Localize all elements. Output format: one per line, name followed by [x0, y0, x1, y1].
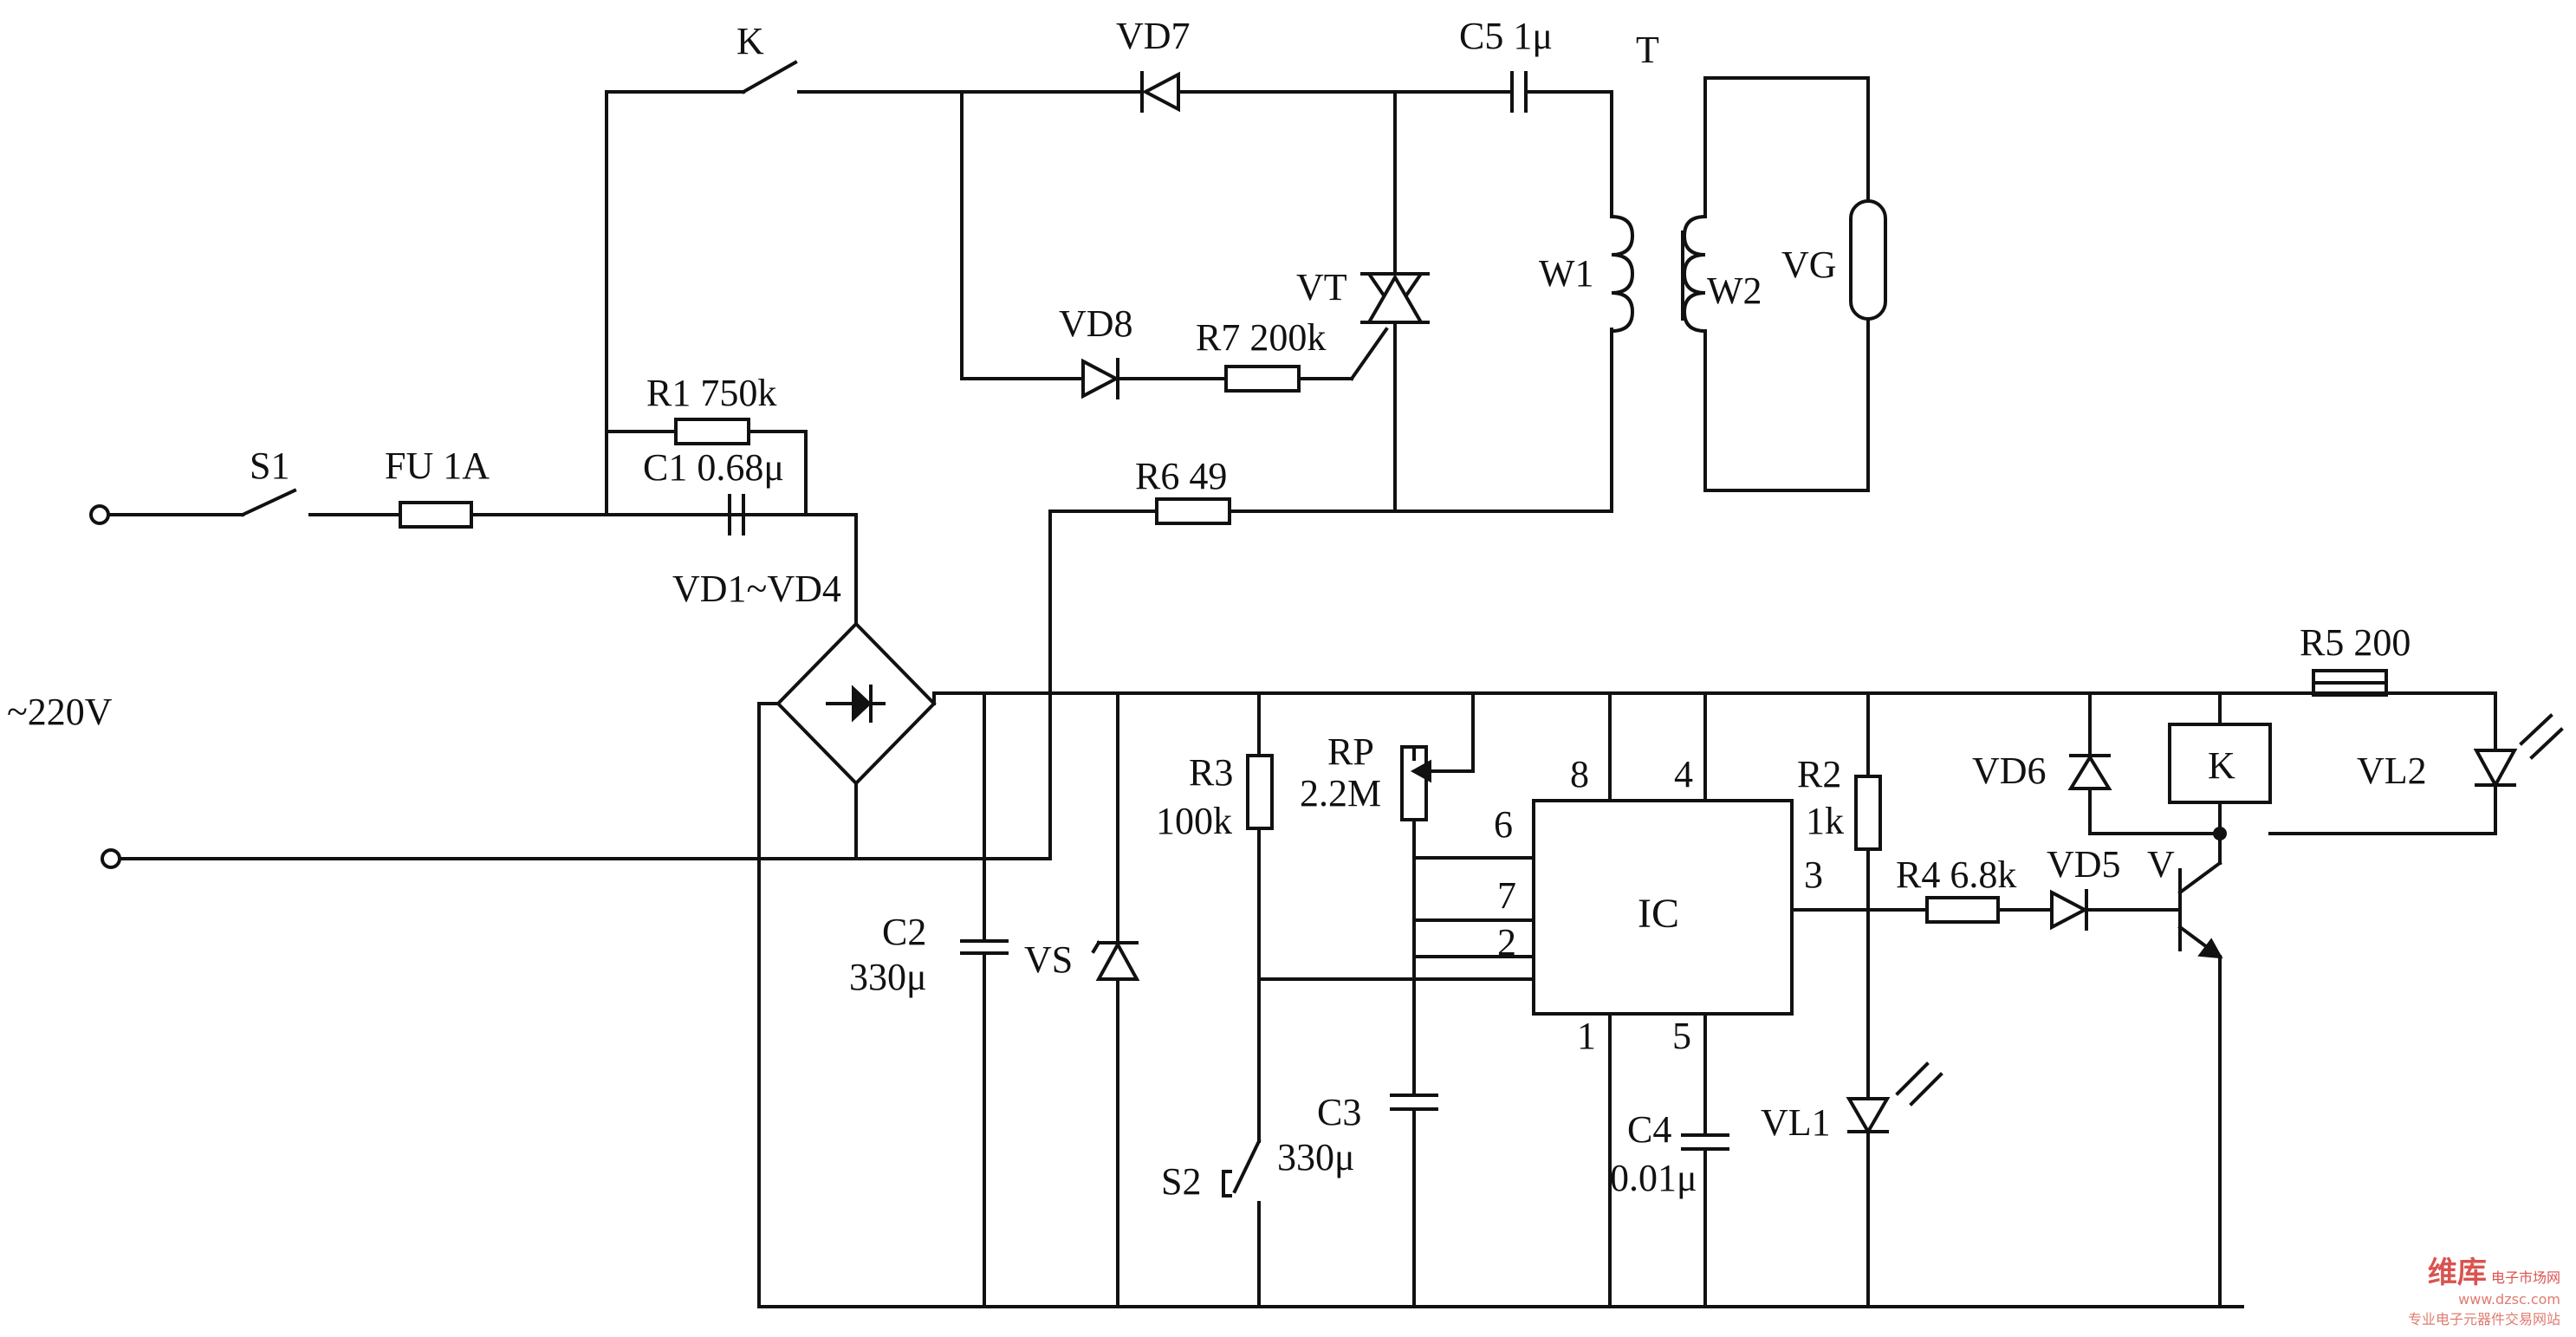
switch-k	[741, 60, 798, 94]
switch-s2	[1232, 1139, 1262, 1194]
r7-label: R7 200k	[1196, 316, 1326, 359]
r3-value: 100k	[1156, 800, 1232, 842]
diode-vd8	[1081, 358, 1120, 399]
relay-k	[2168, 723, 2272, 804]
vt-label: VT	[1296, 266, 1347, 308]
c3-label: C3	[1317, 1091, 1361, 1133]
resistor-r7	[1224, 365, 1301, 393]
ac-terminal-top	[89, 504, 110, 525]
c4-label: C4	[1627, 1108, 1671, 1151]
r3-label: R3	[1189, 751, 1233, 794]
transformer-label: T	[1636, 29, 1659, 71]
bridge-label: VD1~VD4	[672, 568, 841, 610]
ic-pin8: 8	[1570, 753, 1589, 795]
zener-vs	[1095, 940, 1140, 981]
rp-label: RP	[1327, 730, 1374, 773]
ic-label: IC	[1638, 891, 1679, 937]
c2-value: 330μ	[849, 956, 927, 998]
resistor-r5	[2312, 669, 2388, 697]
diode-vd6	[2067, 754, 2112, 790]
vl2-label: VL2	[2357, 750, 2427, 792]
diode-vd5	[2050, 889, 2089, 931]
ic-pin3: 3	[1804, 853, 1823, 896]
fuse-fu	[399, 501, 473, 529]
r4-label: R4 6.8k	[1896, 853, 2016, 896]
ic-pin1: 1	[1577, 1015, 1596, 1057]
s1-label: S1	[250, 445, 289, 487]
ic-pin5: 5	[1672, 1015, 1691, 1057]
rp-value: 2.2M	[1300, 772, 1381, 815]
relay-k-label: K	[2208, 744, 2235, 787]
resistor-r3	[1246, 754, 1274, 830]
vg-label: VG	[1781, 243, 1837, 286]
vd8-label: VD8	[1059, 302, 1133, 345]
led-vl2	[2473, 749, 2518, 789]
watermark-url: www.dzsc.com	[2458, 1291, 2560, 1308]
ic-pin7: 7	[1497, 874, 1516, 917]
led-vl1	[1846, 1097, 1891, 1135]
w2-label: W2	[1707, 269, 1762, 312]
transformer-w2	[1682, 214, 1708, 334]
ic-chip	[1532, 799, 1794, 1016]
vd7-label: VD7	[1116, 15, 1191, 57]
switch-k-label: K	[736, 20, 764, 62]
r2-label: R2	[1797, 753, 1841, 795]
watermark-site: 电子市场网	[2490, 1269, 2560, 1286]
c1-label: C1 0.68μ	[643, 446, 784, 489]
resistor-r4	[1925, 896, 2000, 924]
v-label: V	[2147, 843, 2175, 886]
s1-switch	[240, 488, 297, 517]
resistor-r6	[1155, 497, 1231, 525]
ic-pin6: 6	[1494, 803, 1513, 846]
watermark-tagline: 专业电子元器件交易网站	[2407, 1311, 2560, 1327]
c2-label: C2	[882, 911, 926, 953]
transformer-w1	[1609, 214, 1635, 334]
s2-label: S2	[1161, 1160, 1201, 1203]
vd5-label: VD5	[2047, 843, 2121, 886]
c3-value: 330μ	[1277, 1136, 1355, 1178]
vd6-label: VD6	[1972, 750, 2047, 792]
watermark: 维库 电子市场网 www.dzsc.com 专业电子元器件交易网站	[2408, 1249, 2560, 1328]
ic-pin2: 2	[1497, 921, 1516, 964]
vs-label: VS	[1024, 938, 1073, 981]
fuse-label: FU 1A	[385, 445, 490, 487]
w1-label: W1	[1539, 252, 1594, 295]
ic-pin4: 4	[1674, 753, 1693, 795]
r5-label: R5 200	[2300, 621, 2411, 664]
resistor-r2	[1854, 775, 1882, 851]
ac-input-label: ~220V	[7, 691, 113, 733]
ac-terminal-bottom	[101, 848, 121, 869]
r6-label: R6 49	[1135, 455, 1227, 497]
c4-value: 0.01μ	[1610, 1157, 1697, 1199]
r1-label: R1 750k	[646, 372, 776, 414]
watermark-brand: 维库	[2427, 1256, 2487, 1290]
r2-value: 1k	[1806, 800, 1844, 842]
c5-label: C5 1μ	[1459, 15, 1553, 57]
vl1-label: VL1	[1761, 1101, 1831, 1144]
lamp-vg	[1849, 199, 1887, 321]
resistor-r1	[674, 418, 750, 445]
diode-vd7	[1141, 71, 1180, 113]
